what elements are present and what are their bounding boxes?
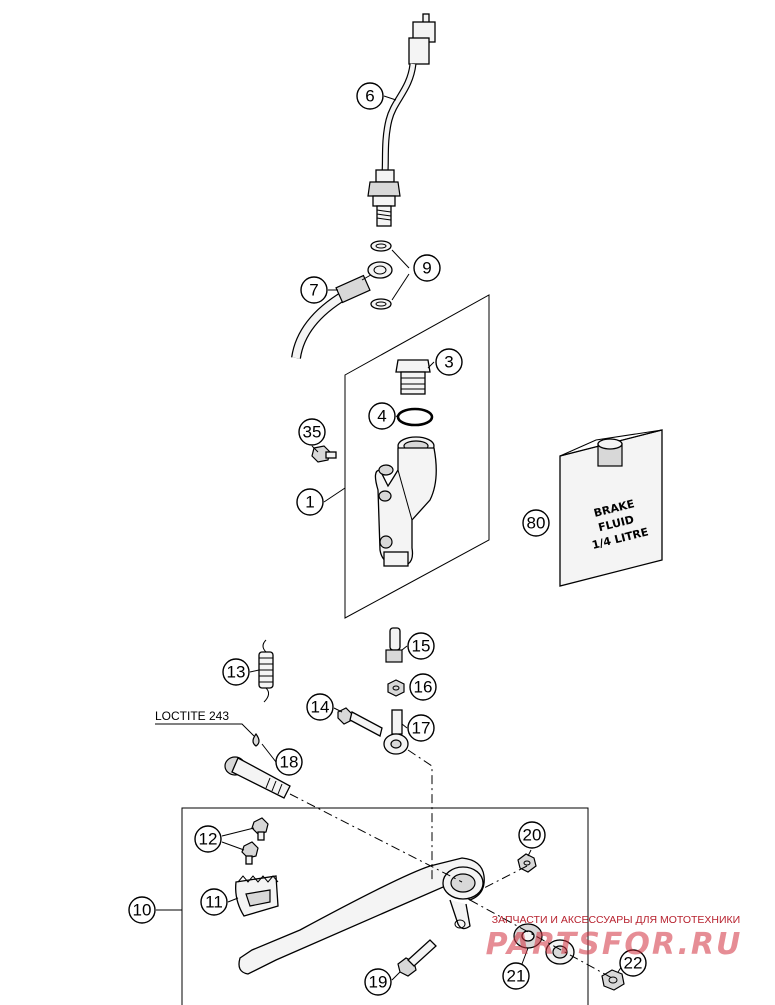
svg-text:6: 6 xyxy=(365,87,374,106)
callout-10: 10 xyxy=(128,896,156,924)
callout-18: 18 xyxy=(275,748,303,776)
callout-35: 35 xyxy=(298,418,326,446)
reservoir-screw-cap xyxy=(395,359,431,395)
svg-text:10: 10 xyxy=(133,901,152,920)
callout-22: 22 xyxy=(619,949,647,977)
svg-text:9: 9 xyxy=(422,259,431,278)
svg-text:21: 21 xyxy=(507,967,526,986)
svg-text:1: 1 xyxy=(305,493,314,512)
svg-text:17: 17 xyxy=(412,719,431,738)
assembly-axis-pivot xyxy=(289,793,463,883)
callout-1: 1 xyxy=(296,488,324,516)
assembly-axis-pedal xyxy=(469,899,613,979)
step-plate-screws xyxy=(241,817,269,865)
sealing-washers xyxy=(370,240,392,310)
master-cylinder-body xyxy=(374,436,437,567)
brake-hose xyxy=(291,261,393,359)
callout-80: 80 xyxy=(522,509,550,537)
callout-7: 7 xyxy=(300,276,328,304)
callout-21: 21 xyxy=(502,962,530,990)
pedal-bolt xyxy=(397,939,437,977)
svg-text:13: 13 xyxy=(227,663,246,682)
svg-text:22: 22 xyxy=(624,954,643,973)
pivot-bolt xyxy=(224,756,291,799)
loctite-leader xyxy=(155,723,255,737)
brake-pedal xyxy=(238,857,485,975)
fork-head xyxy=(383,709,409,755)
bleed-screw xyxy=(311,445,337,463)
push-rod xyxy=(385,627,403,663)
svg-text:16: 16 xyxy=(414,678,433,697)
fork-bolt xyxy=(337,707,383,737)
svg-text:3: 3 xyxy=(444,353,453,372)
brake-light-switch xyxy=(367,13,436,227)
callout-14: 14 xyxy=(306,693,334,721)
callout-3: 3 xyxy=(435,348,463,376)
collar-nut xyxy=(601,969,625,991)
watermark-brand: PARTSFOR.RU xyxy=(486,927,743,962)
svg-text:35: 35 xyxy=(303,423,322,442)
callout-20: 20 xyxy=(518,821,546,849)
pedal-nut xyxy=(517,853,537,873)
thread-locker-drop xyxy=(252,732,260,747)
lock-nut xyxy=(387,679,405,697)
assembly-axis-nut xyxy=(483,865,528,889)
callout-6: 6 xyxy=(356,82,384,110)
master-cylinder-frame xyxy=(344,294,490,619)
svg-text:11: 11 xyxy=(205,893,223,912)
callout-19: 19 xyxy=(364,968,392,996)
callout-16: 16 xyxy=(409,673,437,701)
svg-text:80: 80 xyxy=(527,514,546,533)
callout-15: 15 xyxy=(407,632,435,660)
callout-12: 12 xyxy=(194,825,222,853)
step-plate xyxy=(235,875,279,917)
svg-text:20: 20 xyxy=(523,826,542,845)
loctite-label: LOCTITE 243 xyxy=(155,709,229,723)
callout-4: 4 xyxy=(368,402,396,430)
callout-9: 9 xyxy=(413,254,441,282)
svg-text:18: 18 xyxy=(280,753,299,772)
svg-text:12: 12 xyxy=(199,830,218,849)
callout-17: 17 xyxy=(407,714,435,742)
callout-11: 11 xyxy=(200,888,228,916)
svg-text:15: 15 xyxy=(412,637,431,656)
svg-text:14: 14 xyxy=(311,698,330,717)
bearing-washer xyxy=(513,923,543,949)
callout-13: 13 xyxy=(222,658,250,686)
return-spring xyxy=(258,639,274,703)
bearing xyxy=(545,939,575,965)
brake-pedal-frame xyxy=(181,807,589,1005)
svg-text:19: 19 xyxy=(369,973,388,992)
brake-fluid-bottle: BRAKE FLUID 1/4 LITRE xyxy=(559,429,663,587)
watermark-tagline: ЗАПЧАСТИ И АКСЕССУАРЫ ДЛЯ МОТОТЕХНИКИ xyxy=(492,914,740,926)
o-ring xyxy=(396,407,434,427)
svg-text:4: 4 xyxy=(377,407,386,426)
svg-text:7: 7 xyxy=(309,281,318,300)
